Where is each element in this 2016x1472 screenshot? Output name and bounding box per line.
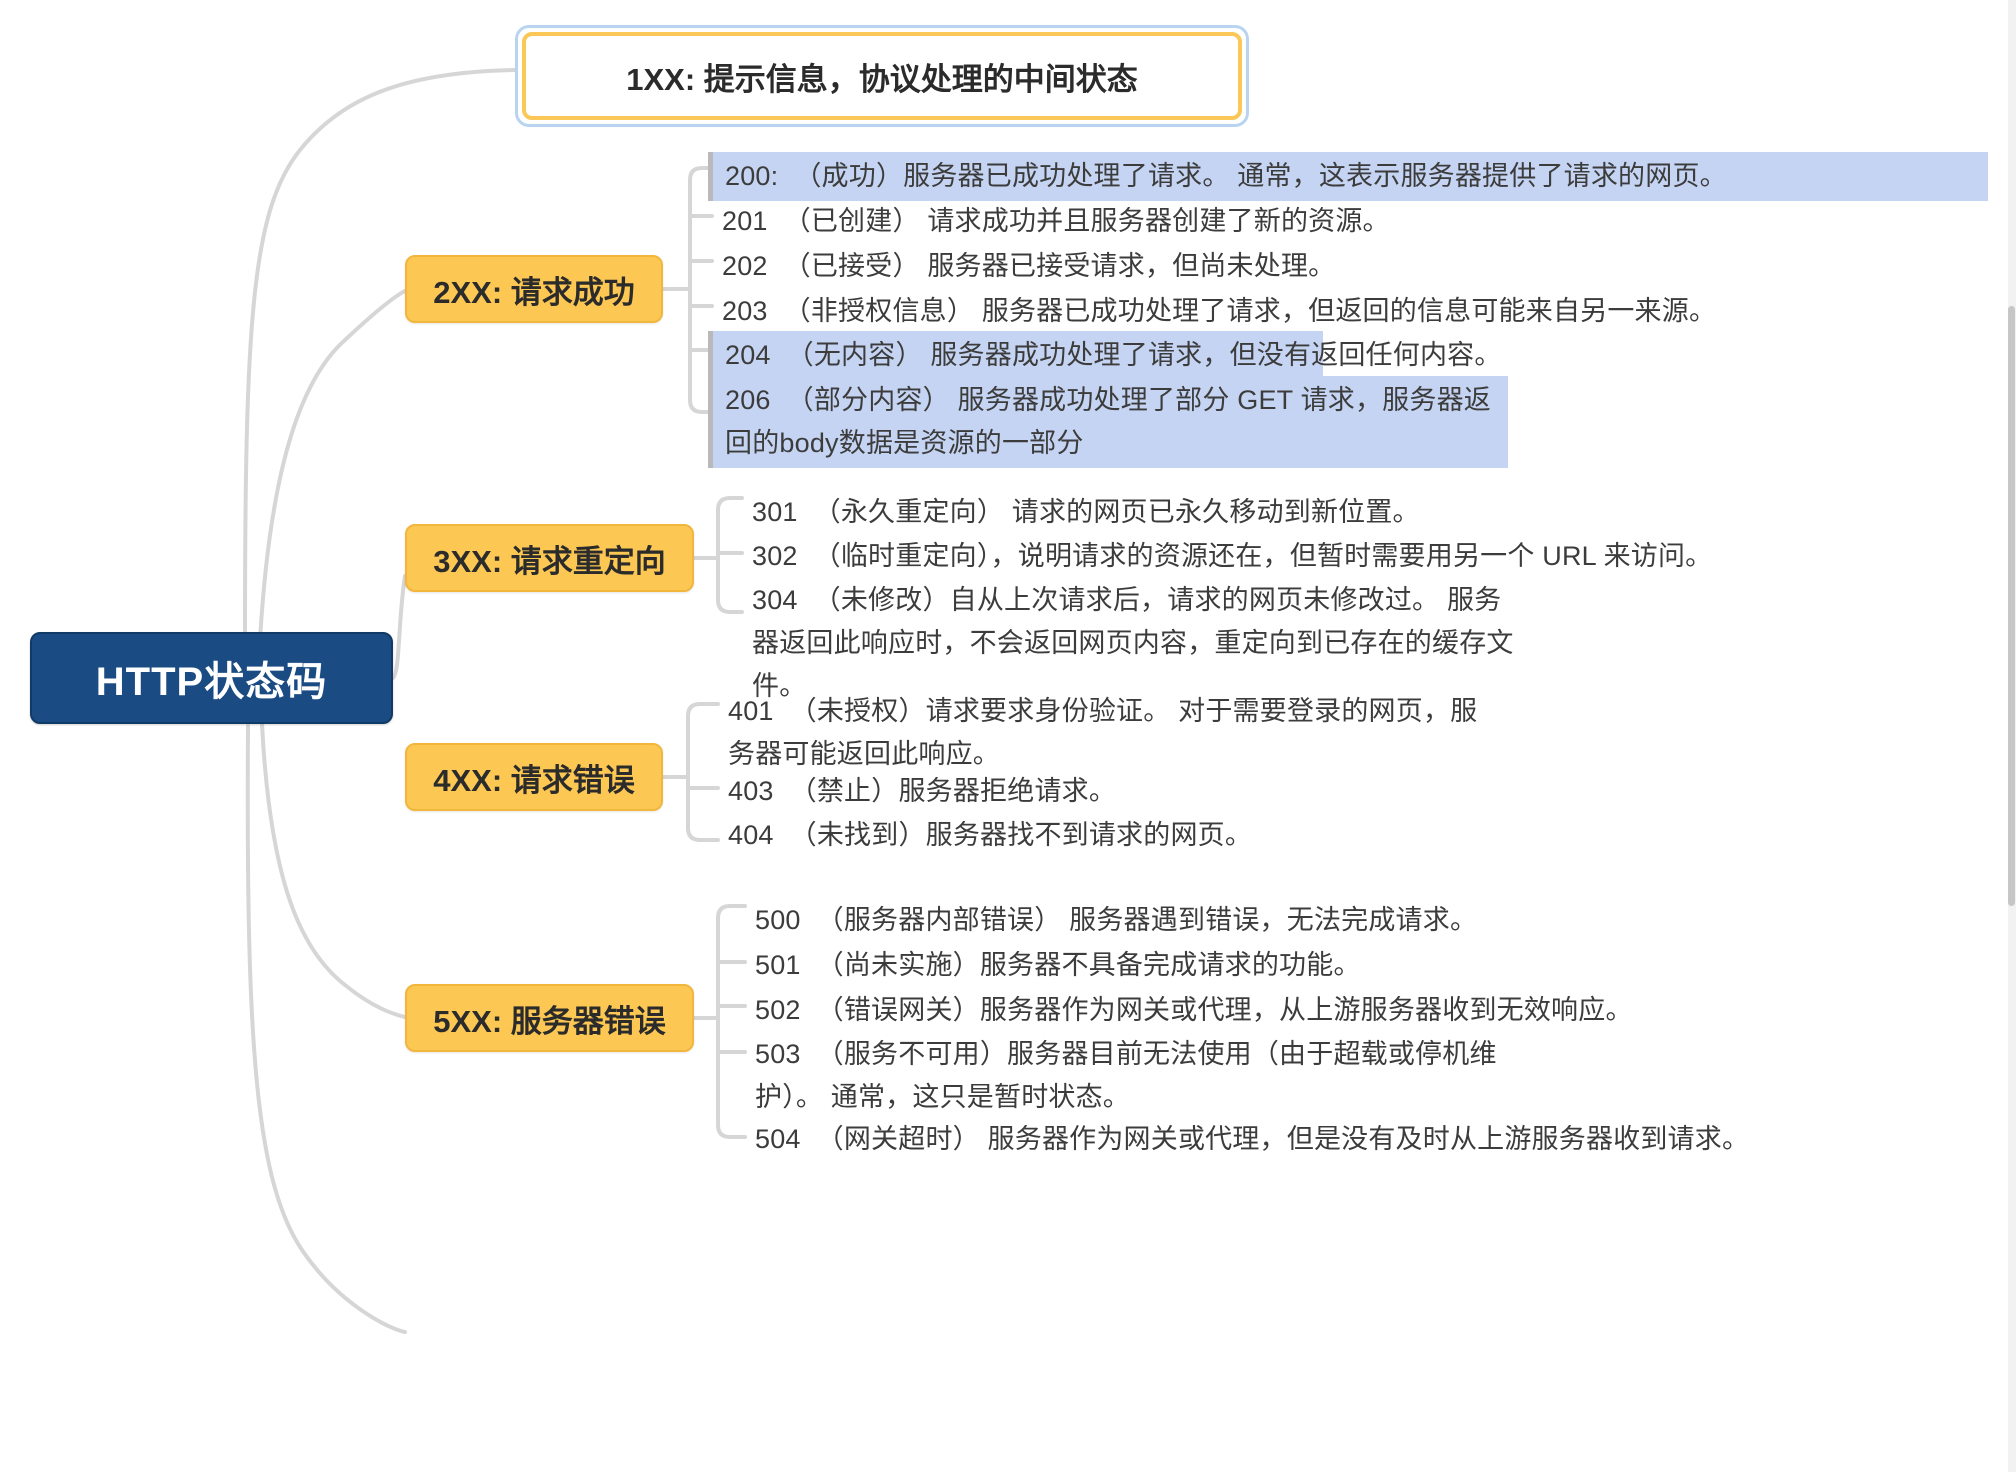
leaf-text-200: （成功）服务器已成功处理了请求。 通常，这表示服务器提供了请求的网页。 [794, 161, 1727, 191]
category-label-4xx: 4XX: 请求错误 [433, 762, 635, 798]
leaf-code-404: 404 [728, 820, 774, 850]
leaf-text-304: （未修改）自从上次请求后，请求的网页未修改过。 服务器返回此响应时，不会返回网页… [752, 585, 1514, 701]
leaf-501[interactable]: 501 （尚未实施）服务器不具备完成请求的功能。 [745, 941, 1369, 990]
leaf-201[interactable]: 201 （已创建） 请求成功并且服务器创建了新的资源。 [712, 197, 1398, 246]
vertical-scrollbar-thumb[interactable] [2008, 306, 2015, 906]
leaf-code-302: 302 [752, 541, 798, 571]
leaf-200[interactable]: 200: （成功）服务器已成功处理了请求。 通常，这表示服务器提供了请求的网页。 [708, 152, 1988, 201]
leaf-203[interactable]: 203 （非授权信息） 服务器已成功处理了请求，但返回的信息可能来自另一来源。 [712, 287, 1724, 336]
leaf-code-203: 203 [722, 296, 768, 326]
category-node-3xx[interactable]: 3XX: 请求重定向 [405, 524, 694, 592]
leaf-code-201: 201 [722, 206, 768, 236]
category-node-1xx[interactable]: 1XX: 提示信息，协议处理的中间状态 [515, 25, 1249, 127]
leaf-text-401: （未授权）请求要求身份验证。 对于需要登录的网页，服务器可能返回此响应。 [728, 696, 1478, 769]
leaf-404[interactable]: 404 （未找到）服务器找不到请求的网页。 [718, 811, 1260, 860]
leaf-text-404: （未找到）服务器找不到请求的网页。 [789, 820, 1253, 850]
leaf-206[interactable]: 206（部分内容） 服务器成功处理了部分 GET 请求，服务器返回的body数据… [708, 376, 1508, 468]
leaf-text-204: （无内容） 服务器成功处理了请求，但没有返回任何内容。 [786, 340, 1502, 370]
leaf-304[interactable]: 304（未修改）自从上次请求后，请求的网页未修改过。 服务器返回此响应时，不会返… [742, 576, 1532, 711]
category-label-5xx: 5XX: 服务器错误 [433, 1003, 666, 1039]
category-label-3xx: 3XX: 请求重定向 [433, 543, 666, 579]
leaf-204[interactable]: 204 （无内容） 服务器成功处理了请求，但没有返回任何内容。 [708, 331, 1501, 380]
leaf-text-203: （非授权信息） 服务器已成功处理了请求，但返回的信息可能来自另一来源。 [783, 296, 1717, 326]
leaf-code-403: 403 [728, 776, 774, 806]
leaf-text-202: （已接受） 服务器已接受请求，但尚未处理。 [783, 251, 1336, 281]
category-label-2xx: 2XX: 请求成功 [433, 274, 635, 310]
leaf-text-504: （网关超时） 服务器作为网关或代理，但是没有及时从上游服务器收到请求。 [816, 1124, 1750, 1154]
leaf-text-403: （禁止）服务器拒绝请求。 [789, 776, 1117, 806]
leaf-code-504: 504 [755, 1124, 801, 1154]
leaf-code-304: 304 [752, 585, 798, 615]
leaf-403[interactable]: 403 （禁止）服务器拒绝请求。 [718, 767, 1124, 816]
leaf-code-204: 204 [725, 340, 771, 370]
leaf-code-200: 200: [725, 161, 779, 191]
category-node-4xx[interactable]: 4XX: 请求错误 [405, 743, 663, 811]
leaf-text-302: （临时重定向），说明请求的资源还在，但暂时需要用另一个 URL 来访问。 [813, 541, 1713, 571]
leaf-code-206: 206 [725, 385, 771, 415]
leaf-301[interactable]: 301 （永久重定向） 请求的网页已永久移动到新位置。 [742, 488, 1428, 537]
leaf-503[interactable]: 503（服务不可用）服务器目前无法使用（由于超载或停机维护）。 通常，这只是暂时… [745, 1030, 1545, 1122]
leaf-code-401: 401 [728, 696, 774, 726]
vertical-scrollbar-track[interactable] [2008, 0, 2016, 1472]
leaf-text-502: （错误网关）服务器作为网关或代理，从上游服务器收到无效响应。 [816, 995, 1633, 1025]
leaf-text-501: （尚未实施）服务器不具备完成请求的功能。 [816, 950, 1361, 980]
category-label-1xx: 1XX: 提示信息，协议处理的中间状态 [626, 61, 1138, 97]
leaf-502[interactable]: 502 （错误网关）服务器作为网关或代理，从上游服务器收到无效响应。 [745, 986, 1641, 1035]
leaf-code-503: 503 [755, 1039, 801, 1069]
category-node-5xx[interactable]: 5XX: 服务器错误 [405, 984, 694, 1052]
leaf-504[interactable]: 504 （网关超时） 服务器作为网关或代理，但是没有及时从上游服务器收到请求。 [745, 1115, 1757, 1164]
leaf-500[interactable]: 500 （服务器内部错误） 服务器遇到错误，无法完成请求。 [745, 896, 1485, 945]
leaf-text-500: （服务器内部错误） 服务器遇到错误，无法完成请求。 [816, 905, 1478, 935]
leaf-202[interactable]: 202 （已接受） 服务器已接受请求，但尚未处理。 [712, 242, 1343, 291]
category-node-2xx[interactable]: 2XX: 请求成功 [405, 255, 663, 323]
leaf-code-500: 500 [755, 905, 801, 935]
root-node-label: HTTP状态码 [95, 660, 328, 704]
leaf-code-301: 301 [752, 497, 798, 527]
leaf-code-202: 202 [722, 251, 768, 281]
leaf-text-206: （部分内容） 服务器成功处理了部分 GET 请求，服务器返回的body数据是资源… [725, 385, 1491, 458]
leaf-text-503: （服务不可用）服务器目前无法使用（由于超载或停机维护）。 通常，这只是暂时状态。 [755, 1039, 1497, 1112]
root-node[interactable]: HTTP状态码 [30, 632, 393, 724]
leaf-302[interactable]: 302 （临时重定向），说明请求的资源还在，但暂时需要用另一个 URL 来访问。 [742, 532, 1720, 581]
leaf-text-301: （永久重定向） 请求的网页已永久移动到新位置。 [813, 497, 1420, 527]
leaf-code-501: 501 [755, 950, 801, 980]
leaf-code-502: 502 [755, 995, 801, 1025]
leaf-401[interactable]: 401（未授权）请求要求身份验证。 对于需要登录的网页，服务器可能返回此响应。 [718, 687, 1508, 779]
leaf-text-201: （已创建） 请求成功并且服务器创建了新的资源。 [783, 206, 1390, 236]
